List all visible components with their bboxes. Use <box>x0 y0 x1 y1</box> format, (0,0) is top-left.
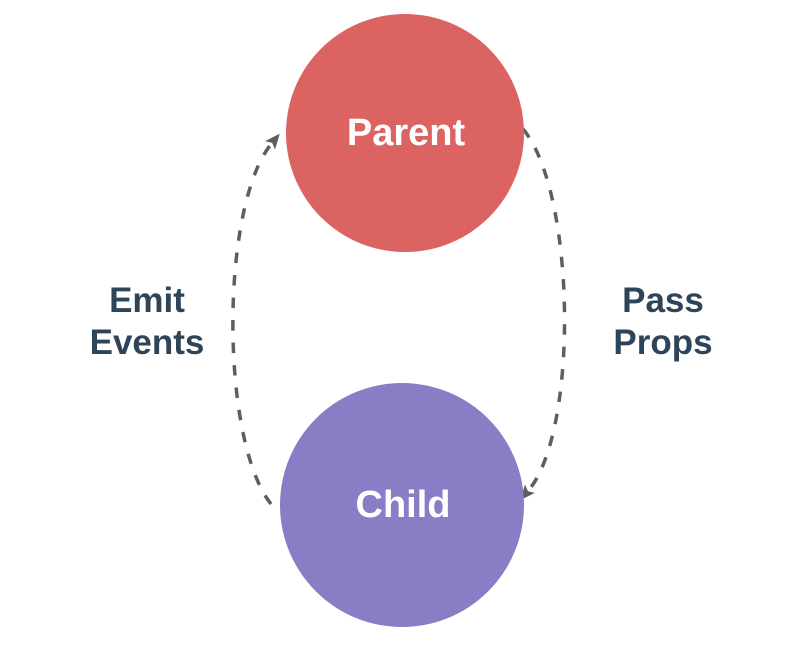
parent-node <box>286 14 524 252</box>
emit-events-arrow <box>231 133 280 506</box>
emit-events-label-line1: Emit <box>109 281 185 320</box>
pass-props-label: Pass Props <box>613 281 712 362</box>
child-node <box>280 383 524 627</box>
child-node-label: Child <box>356 484 451 526</box>
emit-events-label: Emit Events <box>90 281 205 362</box>
pass-props-label-line1: Pass <box>622 281 704 320</box>
parent-node-label: Parent <box>347 112 466 154</box>
pass-props-arrow <box>520 127 567 501</box>
emit-events-label-line2: Events <box>90 323 205 362</box>
pass-props-label-line2: Props <box>613 323 712 362</box>
